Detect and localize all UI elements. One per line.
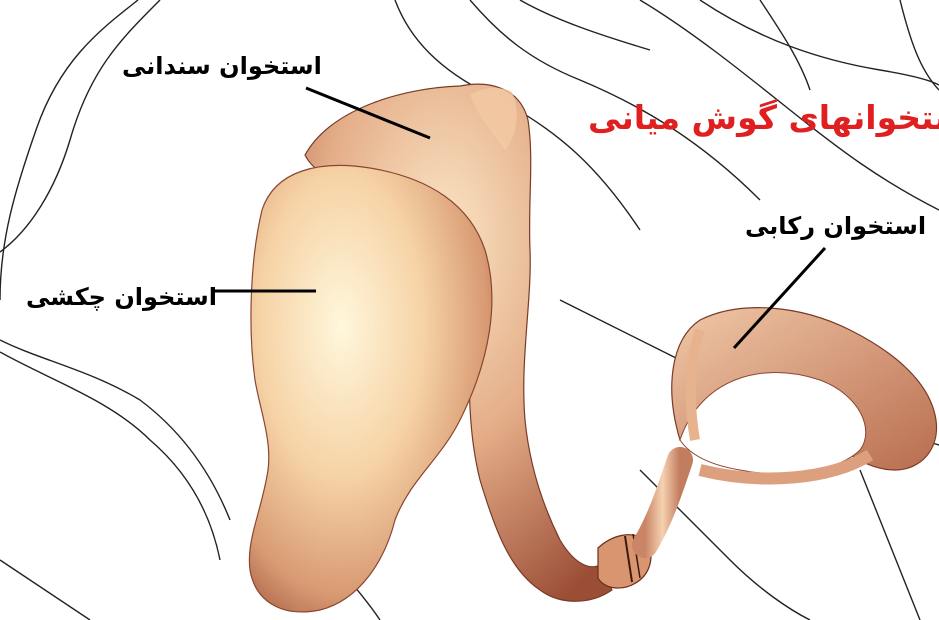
stapes-bone bbox=[672, 308, 937, 479]
malleus-label: استخوان چکشی bbox=[26, 283, 217, 311]
incus-label: استخوان سندانی bbox=[122, 52, 322, 80]
diagram-title: استخوانهای گوش میانی bbox=[588, 98, 939, 137]
stapes-label: استخوان رکابی bbox=[745, 212, 926, 240]
malleus-bone bbox=[249, 165, 492, 611]
incudostapedial-joint bbox=[598, 460, 680, 588]
